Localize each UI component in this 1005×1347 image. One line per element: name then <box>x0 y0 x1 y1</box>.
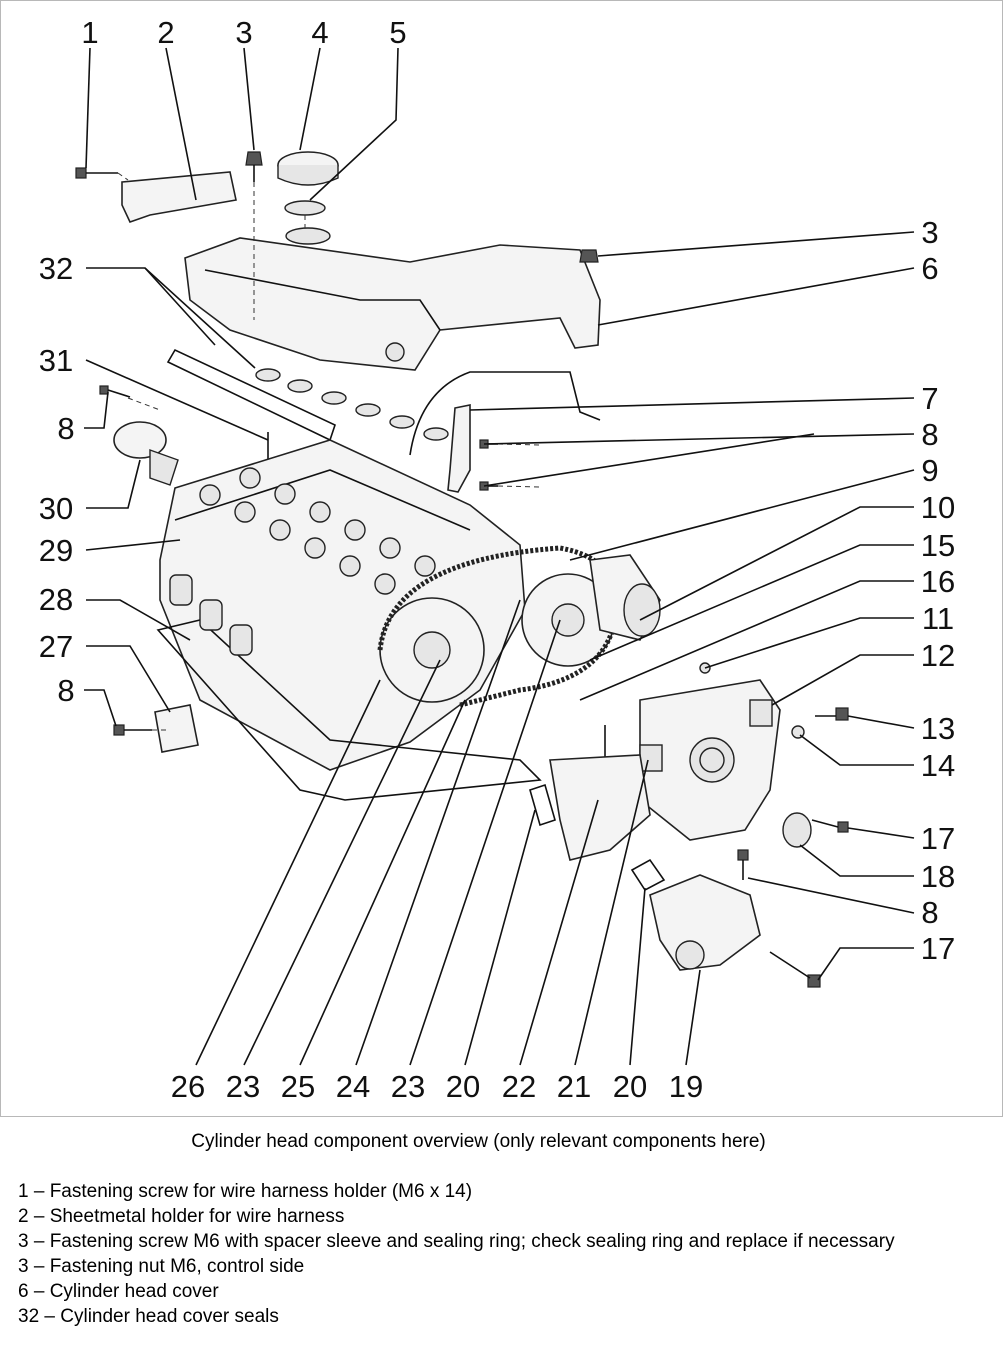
wire-harness-holder <box>121 171 237 223</box>
bolts-8b <box>479 439 498 491</box>
legend-item: 2 – Sheetmetal holder for wire harness <box>18 1206 345 1227</box>
diagram-caption: Cylinder head component overview (only r… <box>191 1131 766 1152</box>
gasket-20a <box>529 783 556 827</box>
callout-8-right-bottom: 8 <box>921 895 938 930</box>
legend-item: 3 – Fastening screw M6 with spacer sleev… <box>18 1231 895 1252</box>
coolant-flange <box>649 874 761 971</box>
bracket-22 <box>549 754 651 861</box>
cover-filler-ring <box>285 227 331 245</box>
callout-15: 15 <box>921 528 955 563</box>
callout-22: 22 <box>502 1069 536 1104</box>
cap-seal-ring <box>284 200 326 216</box>
callout-19: 19 <box>669 1069 703 1104</box>
cover-ridge-line <box>204 269 441 331</box>
exhaust-ports <box>169 574 253 656</box>
callout-5: 5 <box>389 15 406 50</box>
assembly-guide-lines <box>117 172 541 731</box>
callout-11: 11 <box>922 601 954 636</box>
callout-32: 32 <box>39 251 73 286</box>
legend-list: 1 – Fastening screw for wire harness hol… <box>18 1179 895 1329</box>
gasket-20b <box>630 858 666 892</box>
callout-25: 25 <box>281 1069 315 1104</box>
screw-17a <box>811 819 849 833</box>
callout-21: 21 <box>557 1069 591 1104</box>
screw-8-left <box>113 724 152 736</box>
callout-1: 1 <box>81 15 98 50</box>
bracket-7 <box>447 404 471 493</box>
oil-filler-cap-skirt <box>277 165 339 186</box>
callout-14: 14 <box>921 748 955 783</box>
callout-24: 24 <box>336 1069 370 1104</box>
screw-13 <box>815 707 849 721</box>
callout-9: 9 <box>921 453 938 488</box>
callout-3-right: 3 <box>921 215 938 250</box>
legend-item: 6 – Cylinder head cover <box>18 1281 219 1302</box>
camshaft-lobes <box>199 467 436 595</box>
cylinder-head-exploded-diagram: 1 2 3 4 5 3 6 32 31 7 8 8 9 30 10 29 15 … <box>39 15 955 1104</box>
cover-seal-set <box>166 348 449 442</box>
callout-31: 31 <box>39 343 73 378</box>
seal-18 <box>782 812 812 848</box>
callout-20-left: 20 <box>446 1069 480 1104</box>
callout-17-lower: 17 <box>921 931 955 966</box>
hall-sender-12 <box>749 699 773 727</box>
callout-17-upper: 17 <box>921 821 955 856</box>
cover-plug <box>385 342 405 362</box>
harness-bracket-7-path <box>409 371 601 456</box>
callout-20-right: 20 <box>613 1069 647 1104</box>
parts-artwork <box>75 151 849 988</box>
callout-labels: 1 2 3 4 5 3 6 32 31 7 8 8 9 30 10 29 15 … <box>39 15 955 1104</box>
callout-16: 16 <box>921 564 955 599</box>
screw-8d <box>737 849 749 880</box>
callout-30: 30 <box>39 491 73 526</box>
callout-6: 6 <box>921 251 938 286</box>
callout-18: 18 <box>921 859 955 894</box>
callout-8-right-top: 8 <box>921 417 938 452</box>
sender-21 <box>639 744 663 772</box>
callout-8-left-top: 8 <box>57 411 74 446</box>
leader-lines <box>84 47 915 1066</box>
callout-2: 2 <box>157 15 174 50</box>
legend-item: 1 – Fastening screw for wire harness hol… <box>18 1181 473 1202</box>
head-upper-edge <box>174 469 471 531</box>
cylinder-head-cover <box>184 237 601 371</box>
cylinder-head-gasket <box>156 619 542 801</box>
bolt-8a <box>99 385 131 398</box>
callout-26: 26 <box>171 1069 205 1104</box>
fastening-screw-3-top <box>245 151 263 182</box>
adjuster-valve-face <box>623 583 661 637</box>
callout-10: 10 <box>921 490 955 525</box>
callout-23-right: 23 <box>391 1069 425 1104</box>
screw-17b <box>769 951 821 988</box>
callout-8-left-bottom: 8 <box>57 673 74 708</box>
callout-3-top: 3 <box>235 15 252 50</box>
callout-28: 28 <box>39 582 73 617</box>
callout-29: 29 <box>39 533 73 568</box>
fastening-screw-1 <box>75 167 118 179</box>
fastening-nut-3 <box>579 249 599 263</box>
callout-23-left: 23 <box>226 1069 260 1104</box>
callout-4: 4 <box>311 15 328 50</box>
legend-item: 3 – Fastening nut M6, control side <box>18 1256 305 1277</box>
legend-item: 32 – Cylinder head cover seals <box>18 1306 279 1327</box>
callout-13: 13 <box>921 711 955 746</box>
callout-7: 7 <box>921 381 938 416</box>
tensioner-pulley <box>113 421 179 486</box>
flange-27 <box>154 704 199 753</box>
callout-27: 27 <box>39 629 73 664</box>
callout-12: 12 <box>921 638 955 673</box>
